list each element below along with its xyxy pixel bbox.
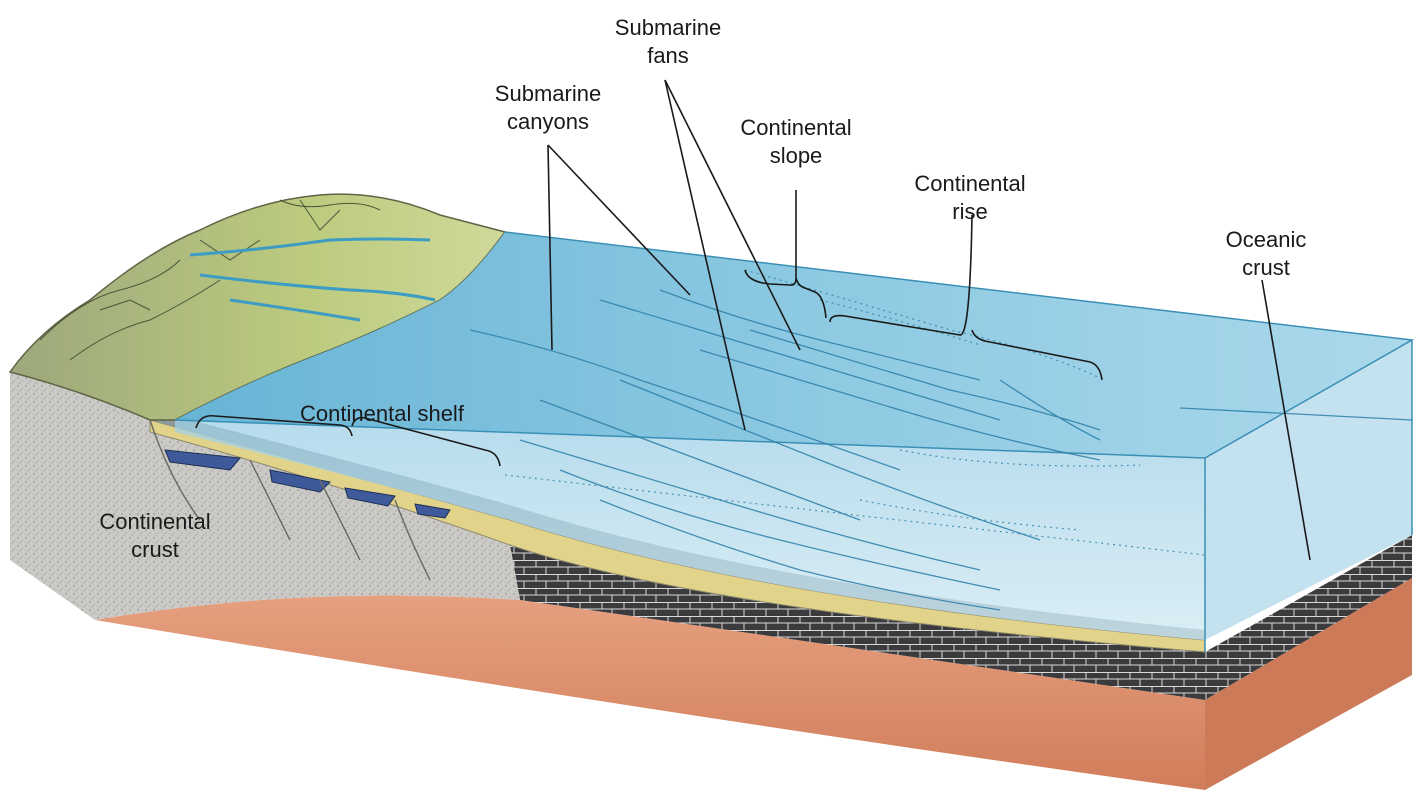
label-submarine-canyons-line1: Submarine [494,81,602,106]
ocean-surface [175,232,1412,458]
label-submarine-canyons-line2: canyons [507,109,589,134]
label-oceanic-crust: Oceanic crust [1206,226,1326,282]
leader-lines [195,79,1311,561]
label-submarine-canyons: Submarine canyons [478,80,618,136]
label-continental-crust-line2: crust [131,537,179,562]
crust-fault-lines [149,419,431,581]
label-submarine-fans: Submarine fans [608,14,728,70]
ocean-side-water [1205,340,1412,640]
label-continental-crust: Continental crust [80,508,230,564]
oceanic-crust-side [1205,535,1412,700]
mantle-side [1205,578,1412,790]
continental-crust-front [10,372,520,620]
seafloor-dotted-lines [504,269,1206,556]
label-submarine-fans-line2: fans [647,43,689,68]
ocean-front-water [175,420,1205,640]
label-continental-rise-line1: Continental [914,171,1026,196]
seafloor-features [469,289,1413,611]
label-oceanic-crust-line1: Oceanic [1225,227,1307,252]
label-continental-rise: Continental rise [900,170,1040,226]
label-continental-slope-line1: Continental [740,115,852,140]
label-oceanic-crust-line2: crust [1242,255,1290,280]
sediment-lenses [164,449,451,519]
label-continental-slope: Continental slope [726,114,866,170]
rivers [189,237,436,322]
mountain-ridges [39,199,381,361]
label-submarine-fans-line1: Submarine [614,15,722,40]
label-continental-slope-line2: slope [769,143,823,168]
mantle-layer [95,595,1205,790]
label-continental-crust-line1: Continental [99,509,211,534]
ocean-edges [174,231,1415,652]
label-continental-rise-line2: rise [952,199,988,224]
oceanic-crust-front [510,545,1205,700]
label-continental-shelf: Continental shelf [300,401,464,426]
